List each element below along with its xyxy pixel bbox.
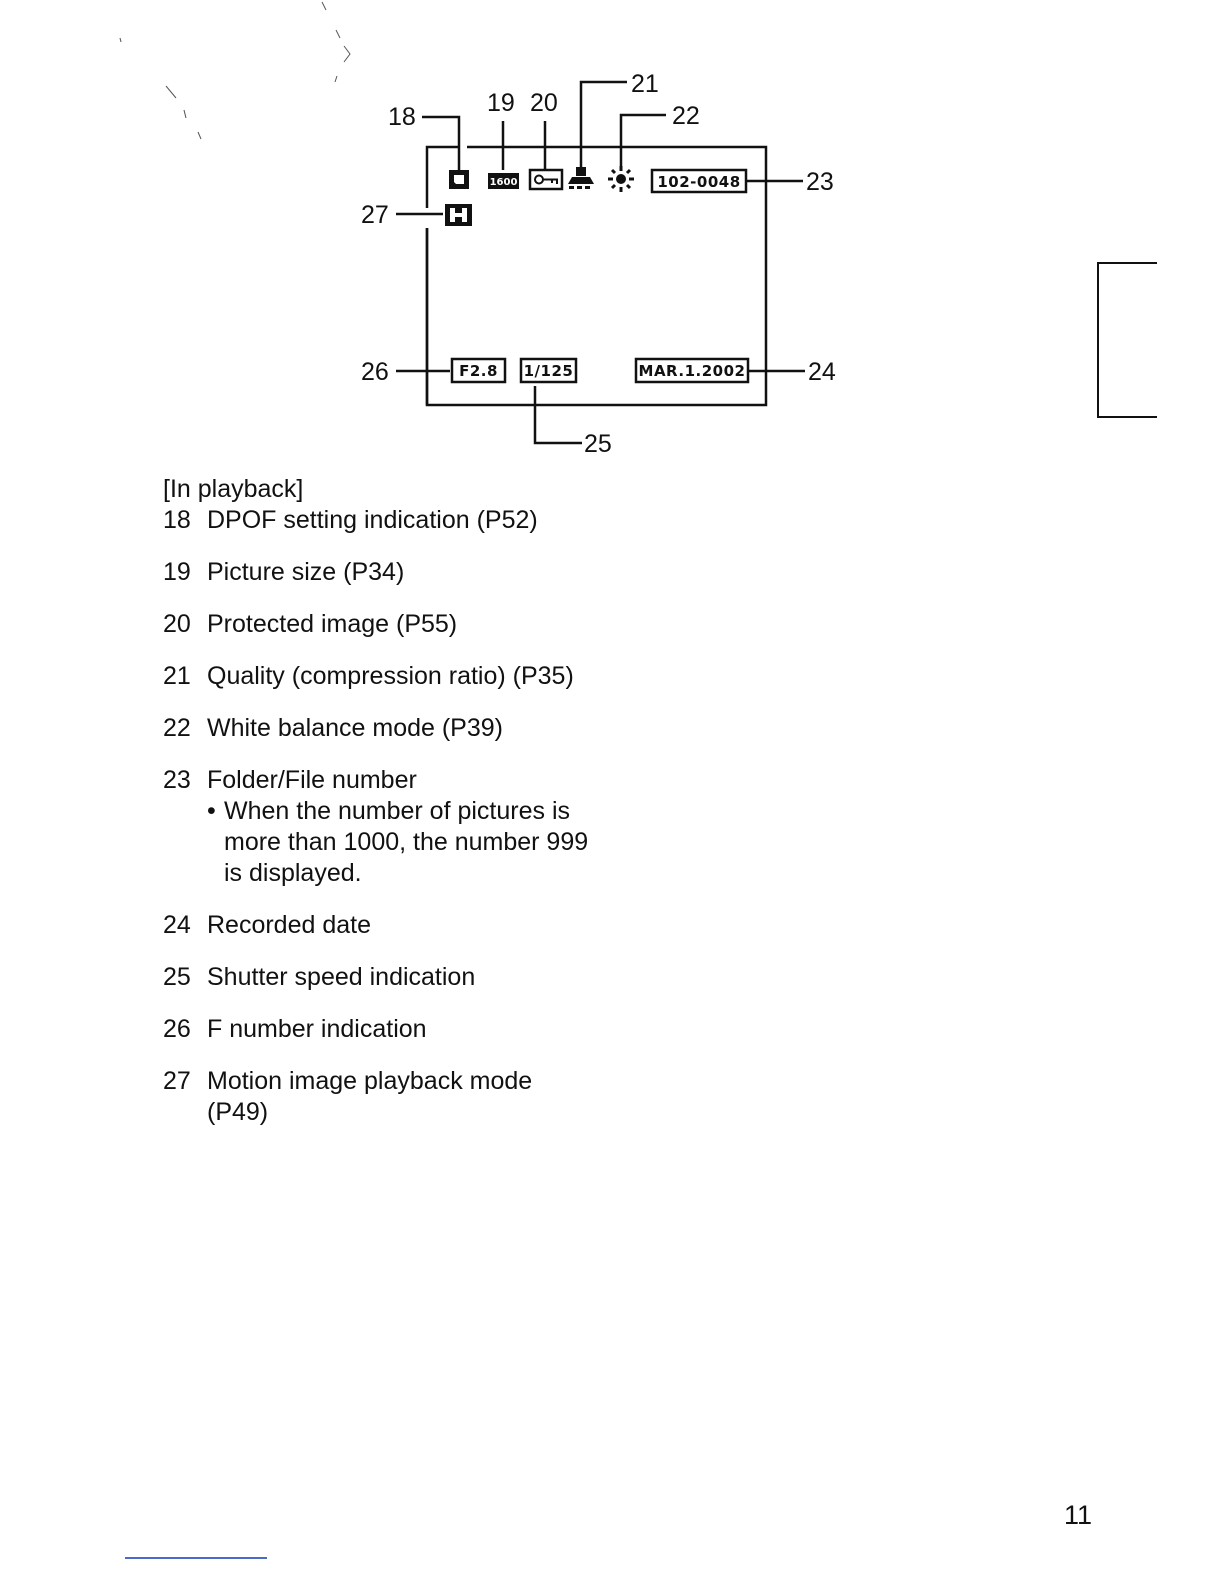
legend-item-number: 21	[163, 662, 191, 690]
legend-item-text: Picture size (P34)	[207, 558, 405, 586]
legend-item-text: Protected image (P55)	[207, 610, 458, 638]
legend-item-text: Motion image playback mode (P49)	[207, 1067, 533, 1126]
recorded-date-value: MAR.1.2002	[639, 362, 746, 380]
picture-size-value: 1600	[490, 177, 518, 188]
folder-file-number-value: 102-0048	[657, 173, 740, 191]
quality-icon	[568, 167, 594, 189]
legend-item-number: 22	[163, 714, 191, 742]
legend-item: 26 F number indication	[163, 1014, 683, 1045]
legend-item-number: 25	[163, 963, 191, 991]
legend-item-text: Folder/File number	[207, 766, 417, 794]
shutter-speed-box: 1/125	[519, 357, 578, 384]
protect-key-icon	[528, 168, 564, 191]
f-number-value: F2.8	[459, 362, 498, 380]
recorded-date-box: MAR.1.2002	[634, 357, 750, 384]
legend-item-number: 19	[163, 558, 191, 586]
dpof-icon	[449, 170, 469, 189]
legend-item-text: White balance mode (P39)	[207, 714, 503, 742]
lcd-display-diagram: 18 19 20 21 22 23 24 25 26 27 1600	[119, 1, 836, 458]
leader-18	[422, 115, 461, 170]
motion-image-icon	[445, 204, 472, 226]
picture-size-icon: 1600	[488, 173, 519, 189]
legend-item-text: Shutter speed indication	[207, 963, 476, 991]
leader-25	[533, 386, 582, 445]
f-number-box: F2.8	[450, 357, 507, 384]
white-balance-sun-icon	[608, 166, 634, 192]
legend-item-number: 24	[163, 911, 191, 939]
legend: [In playback] 18 DPOF setting indication…	[163, 474, 683, 1149]
scan-marks	[119, 1, 351, 140]
legend-heading: [In playback]	[163, 475, 304, 503]
callout-23: 23	[806, 168, 834, 196]
legend-item-text: Quality (compression ratio) (P35)	[207, 662, 574, 690]
leader-22	[619, 113, 666, 168]
footer-rule	[125, 1557, 267, 1559]
legend-item: 23 Folder/File number • When the number …	[163, 765, 683, 889]
callout-26: 26	[361, 358, 389, 386]
legend-item: 21 Quality (compression ratio) (P35)	[163, 661, 683, 692]
callout-19: 19	[487, 89, 515, 117]
legend-item-number: 20	[163, 610, 191, 638]
legend-item: 20 Protected image (P55)	[163, 609, 683, 640]
callout-18: 18	[388, 103, 416, 131]
legend-item-text: Recorded date	[207, 911, 372, 939]
callout-22: 22	[672, 102, 700, 130]
callout-27: 27	[361, 201, 389, 229]
legend-item-note-text: When the number of pictures is more than…	[224, 797, 589, 887]
legend-item: 19 Picture size (P34)	[163, 557, 683, 588]
legend-item: 27 Motion image playback mode (P49)	[163, 1066, 683, 1128]
legend-item: 25 Shutter speed indication	[163, 962, 683, 993]
callout-25: 25	[584, 430, 612, 458]
callout-20: 20	[530, 89, 558, 117]
legend-item-number: 18	[163, 506, 191, 534]
legend-item: 22 White balance mode (P39)	[163, 713, 683, 744]
chapter-tab-marker	[1097, 262, 1157, 418]
callout-21: 21	[631, 70, 659, 98]
legend-item: 18 DPOF setting indication (P52)	[163, 505, 683, 536]
legend-item-note: • When the number of pictures is more th…	[207, 796, 683, 889]
leader-21	[579, 80, 627, 168]
legend-item-number: 23	[163, 766, 191, 794]
legend-item-text: F number indication	[207, 1015, 427, 1043]
callout-24: 24	[808, 358, 836, 386]
legend-item-text: DPOF setting indication (P52)	[207, 506, 538, 534]
legend-item-number: 26	[163, 1015, 191, 1043]
shutter-speed-value: 1/125	[524, 362, 574, 380]
legend-item-number: 27	[163, 1067, 191, 1095]
page-number: 11	[1064, 1500, 1093, 1530]
folder-file-number-box: 102-0048	[650, 168, 748, 194]
bullet-icon: •	[207, 797, 216, 825]
legend-item: 24 Recorded date	[163, 910, 683, 941]
